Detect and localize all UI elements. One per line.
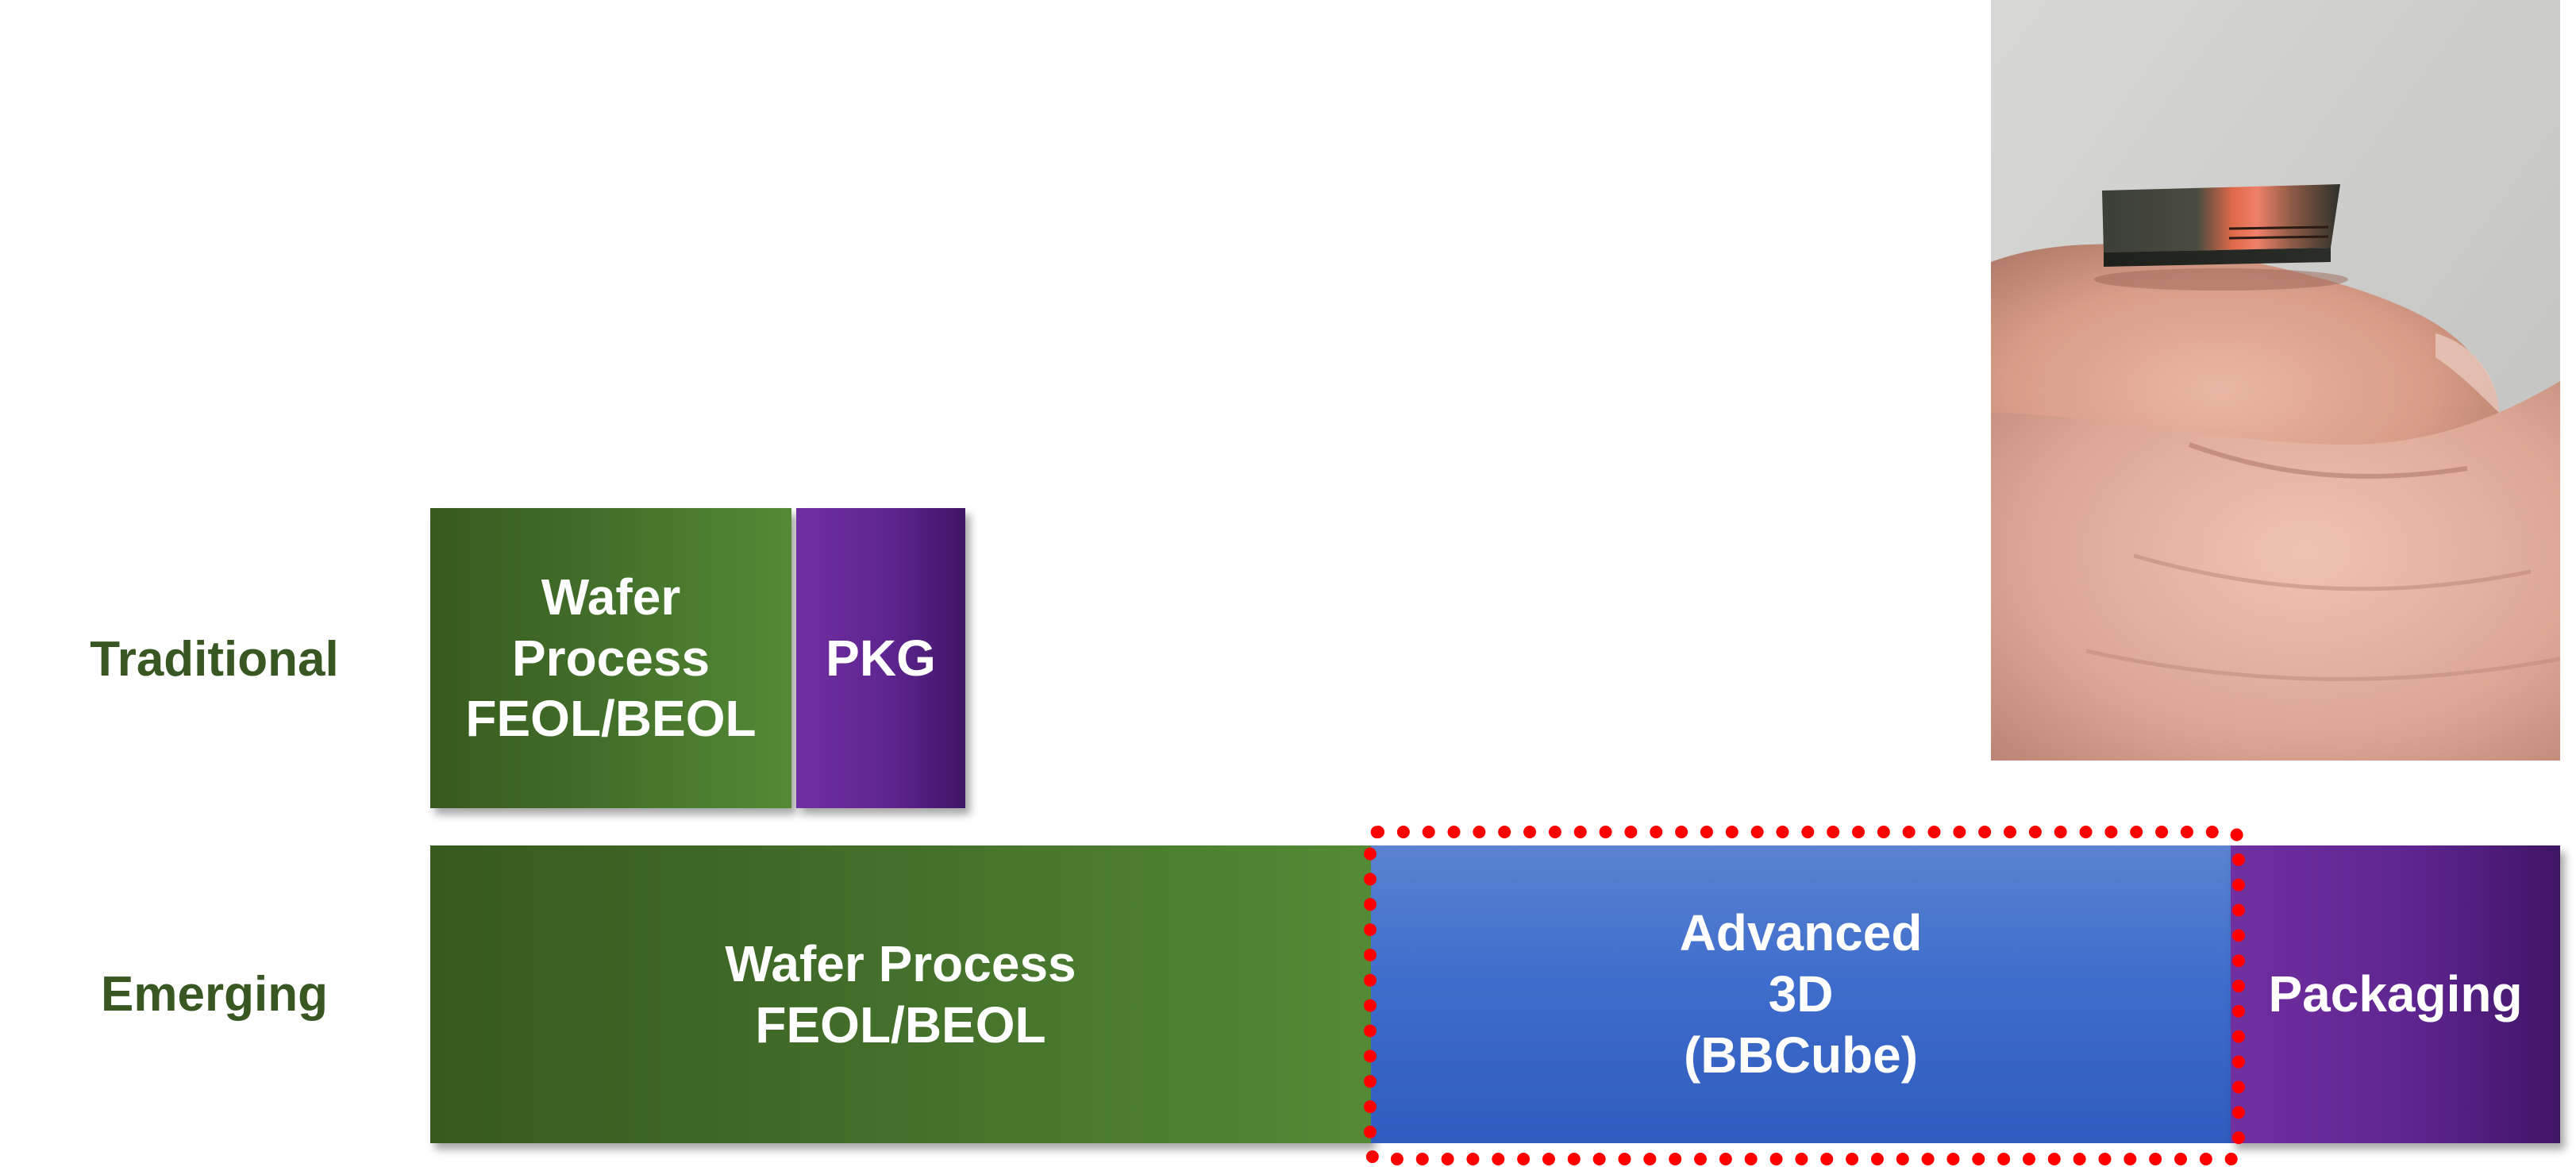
- emerging-advanced-3d-block: Advanced 3D (BBCube): [1371, 845, 2231, 1143]
- chip-top: [2102, 184, 2340, 252]
- chip-trace: [2228, 235, 2329, 240]
- emerging-packaging-block: Packaging: [2231, 845, 2560, 1143]
- traditional-pkg-label: PKG: [826, 629, 936, 687]
- skin-crease: [2188, 442, 2468, 479]
- row-label-emerging: Emerging: [101, 967, 328, 1022]
- row-label-traditional: Traditional: [90, 632, 339, 687]
- photo-illustration: [1991, 0, 2560, 761]
- traditional-pkg-block: PKG: [796, 508, 965, 808]
- advanced-line-1: Advanced: [1679, 904, 1923, 962]
- chip-shadow: [2094, 268, 2348, 291]
- traditional-wafer-line-2: Process: [511, 629, 710, 687]
- traditional-wafer-line-1: Wafer: [541, 568, 681, 626]
- emerging-wafer-line-1: Wafer Process: [725, 934, 1076, 992]
- emerging-wafer-line-2: FEOL/BEOL: [755, 996, 1046, 1053]
- advanced-line-2: 3D: [1768, 965, 1834, 1023]
- fingernail: [2435, 333, 2499, 413]
- chip-edge: [2104, 248, 2331, 267]
- traditional-wafer-line-3: FEOL/BEOL: [465, 690, 757, 748]
- traditional-wafer-process-block: Wafer Process FEOL/BEOL: [430, 508, 791, 808]
- skin-crease: [2133, 553, 2532, 591]
- chip-trace: [2228, 225, 2329, 230]
- skin-crease: [2085, 649, 2560, 681]
- advanced-line-3: (BBCube): [1683, 1026, 1919, 1084]
- emerging-packaging-label: Packaging: [2268, 965, 2523, 1023]
- emerging-wafer-process-block: Wafer Process FEOL/BEOL: [430, 845, 1371, 1143]
- chip-on-fingertip-photo: [1991, 0, 2560, 761]
